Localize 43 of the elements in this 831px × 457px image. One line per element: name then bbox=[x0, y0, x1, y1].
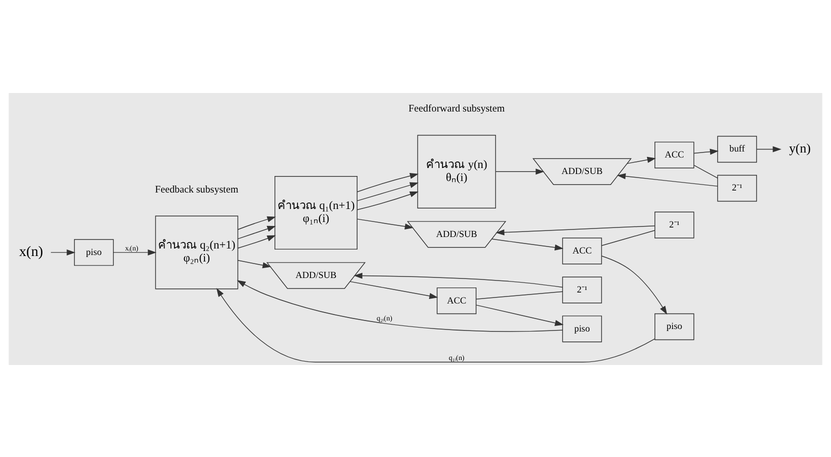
connector bbox=[476, 290, 563, 299]
arrow bbox=[238, 260, 272, 268]
node-box: ACC bbox=[654, 141, 694, 168]
arrow bbox=[216, 288, 655, 362]
arrow bbox=[356, 190, 419, 210]
node-box: piso bbox=[654, 312, 694, 340]
arrow bbox=[356, 218, 414, 229]
label: Feedforward subsystem bbox=[408, 103, 505, 114]
arrow bbox=[238, 216, 276, 230]
arrow bbox=[350, 280, 438, 298]
node-box: คำนวณ q₂(n+1) φ₂ₙ(i) bbox=[155, 215, 238, 289]
arrow bbox=[601, 255, 668, 314]
node-box: 2⁻¹ bbox=[562, 276, 602, 303]
arrow bbox=[616, 172, 718, 186]
arrow bbox=[356, 172, 419, 192]
arrow bbox=[236, 280, 563, 332]
node-box: 2⁻¹ bbox=[717, 174, 757, 202]
node-box: 2⁻¹ bbox=[654, 211, 694, 238]
arrow bbox=[492, 238, 564, 250]
arrow bbox=[496, 168, 544, 174]
node-box: buff bbox=[717, 135, 757, 162]
node-text: y(n) bbox=[789, 140, 811, 155]
node-text: x(n) bbox=[19, 244, 44, 260]
node-box: piso bbox=[74, 238, 114, 266]
connector bbox=[694, 164, 718, 178]
node-box: ACC bbox=[436, 286, 476, 314]
label: Feedback subsystem bbox=[155, 184, 238, 195]
arrow bbox=[496, 224, 656, 235]
arrow bbox=[694, 148, 719, 154]
arrow bbox=[50, 248, 76, 255]
arrow bbox=[476, 304, 564, 326]
node-box: คำนวณ q₁(n+1) φ₁ₙ(i) bbox=[274, 175, 358, 250]
node-box: คำนวณ y(n) θₙ(i) bbox=[417, 134, 496, 208]
arrow bbox=[238, 225, 276, 239]
arrow bbox=[756, 146, 782, 152]
arrow bbox=[356, 182, 419, 201]
arrow bbox=[354, 272, 563, 288]
node-box: ACC bbox=[562, 237, 602, 264]
connector bbox=[601, 230, 656, 246]
node-box: piso bbox=[562, 315, 602, 342]
arrow bbox=[238, 234, 276, 248]
arrow bbox=[627, 156, 656, 164]
arrow bbox=[113, 248, 156, 255]
